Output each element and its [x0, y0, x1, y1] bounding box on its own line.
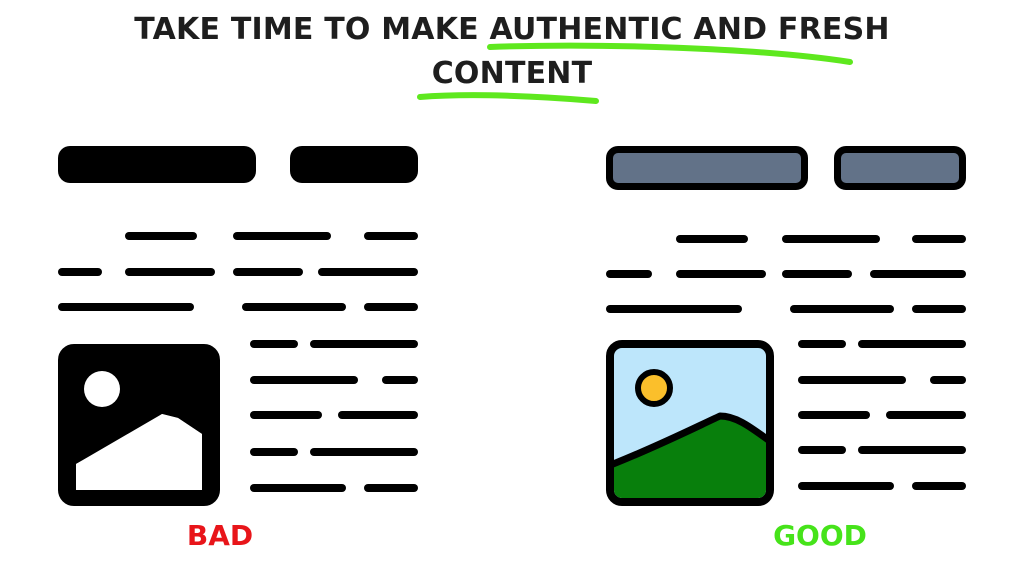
good-text-line	[782, 235, 880, 243]
good-label: GOOD	[773, 519, 867, 552]
good-text-line	[782, 270, 852, 278]
image-icon	[76, 371, 202, 490]
good-text-line	[912, 235, 966, 243]
good-heading-bar	[834, 146, 966, 190]
good-text-line	[858, 340, 966, 348]
bad-text-line	[338, 411, 418, 419]
good-text-line	[790, 305, 894, 313]
bad-text-line	[125, 232, 197, 240]
bad-text-line	[242, 303, 346, 311]
bad-text-line	[250, 411, 322, 419]
bad-heading-bar	[58, 146, 256, 183]
bad-text-line	[310, 340, 418, 348]
sun-shape	[84, 371, 120, 407]
bad-text-line	[364, 232, 418, 240]
bad-text-line	[250, 340, 298, 348]
bad-heading-bar	[290, 146, 418, 183]
good-text-line	[912, 305, 966, 313]
good-text-line	[676, 270, 766, 278]
good-image-placeholder	[606, 340, 774, 506]
page-title-line-2: CONTENT	[431, 56, 593, 91]
bad-text-line	[58, 268, 102, 276]
good-text-line	[930, 376, 966, 384]
bad-text-line	[364, 484, 418, 492]
good-text-line	[798, 376, 906, 384]
good-text-line	[798, 482, 894, 490]
good-text-line	[676, 235, 748, 243]
good-text-line	[798, 446, 846, 454]
good-text-line	[606, 270, 652, 278]
bad-text-line	[58, 303, 194, 311]
landscape-image-icon	[614, 369, 766, 498]
page-title-line-1: TAKE TIME TO MAKE AUTHENTIC AND FRESH	[134, 12, 890, 47]
good-text-line	[912, 482, 966, 490]
bad-text-line	[310, 448, 418, 456]
bad-text-line	[382, 376, 418, 384]
good-heading-bar	[606, 146, 808, 190]
bad-label: BAD	[186, 519, 254, 552]
bad-text-line	[318, 268, 418, 276]
bad-text-line	[250, 484, 346, 492]
good-text-line	[798, 411, 870, 419]
hill-shape-body	[76, 414, 202, 490]
bad-text-line	[364, 303, 418, 311]
hill-shape	[614, 412, 766, 498]
underline-content	[417, 92, 599, 104]
underline-authentic-and-fresh	[487, 42, 853, 65]
good-text-line	[870, 270, 966, 278]
good-text-line	[606, 305, 742, 313]
bad-text-line	[233, 268, 303, 276]
sun-icon	[635, 369, 673, 407]
bad-text-line	[250, 376, 358, 384]
bad-text-line	[125, 268, 215, 276]
good-text-line	[886, 411, 966, 419]
bad-text-line	[233, 232, 331, 240]
bad-image-placeholder	[58, 344, 220, 506]
bad-text-line	[250, 448, 298, 456]
good-text-line	[858, 446, 966, 454]
good-text-line	[798, 340, 846, 348]
